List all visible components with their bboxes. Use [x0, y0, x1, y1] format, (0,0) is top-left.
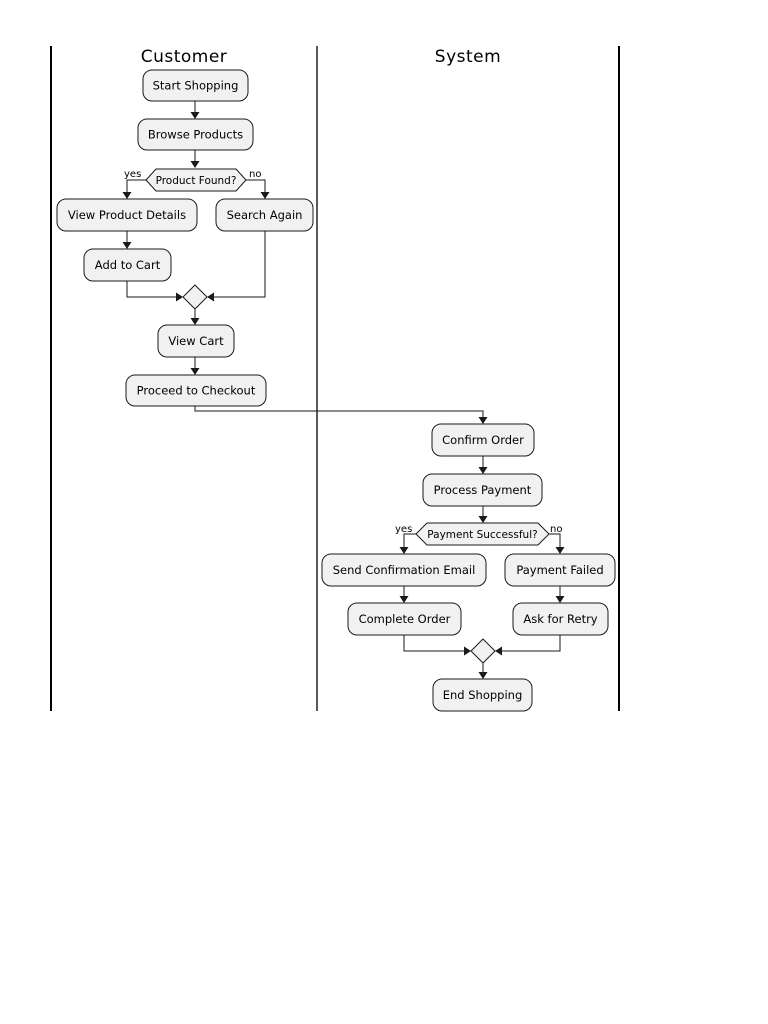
- node-label: Confirm Order: [442, 433, 524, 447]
- arrowhead: [190, 161, 200, 168]
- node-browse-products: Browse Products: [137, 118, 254, 151]
- decision-payment-successful: Payment Successful? yes no: [395, 522, 562, 546]
- node-label: Search Again: [227, 208, 303, 222]
- arrowhead: [478, 467, 488, 474]
- arrowhead: [190, 318, 200, 325]
- edge-complete-merge: [403, 635, 468, 652]
- branch-label-no: no: [249, 169, 261, 180]
- node-label: Complete Order: [359, 612, 451, 626]
- edge-cart-merge: [126, 281, 180, 298]
- node-confirm-order: Confirm Order: [431, 423, 535, 457]
- node-label: Send Confirmation Email: [333, 563, 476, 577]
- branch-label-no: no: [550, 524, 562, 535]
- node-start-shopping: Start Shopping: [142, 69, 249, 102]
- merge-diamond: [182, 284, 208, 310]
- node-view-cart: View Cart: [157, 324, 235, 358]
- edge-search-merge: [210, 231, 266, 298]
- edges: [122, 101, 565, 679]
- edge-payment-yes: [403, 533, 416, 551]
- arrowhead: [399, 547, 409, 554]
- node-label: View Product Details: [68, 208, 186, 222]
- node-label: Process Payment: [434, 483, 532, 497]
- branch-label-yes: yes: [395, 524, 412, 535]
- edge-found-no: [245, 179, 266, 196]
- node-label: View Cart: [168, 334, 224, 348]
- arrowhead: [190, 112, 200, 119]
- arrowhead: [207, 292, 214, 302]
- node-proceed-to-checkout: Proceed to Checkout: [125, 374, 267, 407]
- arrowhead: [478, 417, 488, 424]
- node-label: Ask for Retry: [523, 612, 597, 626]
- arrowhead: [399, 596, 409, 603]
- arrowhead: [260, 192, 270, 199]
- node-add-to-cart: Add to Cart: [83, 248, 172, 282]
- arrowhead: [555, 547, 565, 554]
- node-label: Add to Cart: [95, 258, 161, 272]
- lane-title-system: System: [435, 47, 501, 67]
- node-search-again: Search Again: [215, 198, 314, 232]
- arrowhead: [478, 672, 488, 679]
- node-send-confirmation-email: Send Confirmation Email: [321, 553, 487, 587]
- node-label: End Shopping: [443, 688, 523, 702]
- decision-label: Product Found?: [156, 175, 237, 187]
- node-label: Browse Products: [148, 128, 243, 142]
- edge-found-yes: [126, 179, 146, 196]
- arrowhead: [122, 242, 132, 249]
- arrowhead: [122, 192, 132, 199]
- node-payment-failed: Payment Failed: [504, 553, 616, 587]
- decision-label: Payment Successful?: [427, 529, 537, 541]
- arrowhead: [495, 646, 502, 656]
- node-end-shopping: End Shopping: [432, 678, 533, 712]
- node-label: Payment Failed: [516, 563, 603, 577]
- node-complete-order: Complete Order: [347, 602, 462, 636]
- node-label: Start Shopping: [153, 79, 239, 93]
- edge-checkout-confirm: [194, 406, 484, 421]
- node-process-payment: Process Payment: [422, 473, 543, 507]
- arrowhead: [555, 596, 565, 603]
- edge-retry-merge: [498, 635, 561, 652]
- arrowhead: [478, 516, 488, 523]
- arrowhead: [176, 292, 183, 302]
- edge-payment-no: [549, 533, 561, 551]
- lane-title-customer: Customer: [141, 47, 228, 67]
- arrowhead: [464, 646, 471, 656]
- merge-diamond: [470, 638, 496, 664]
- node-ask-for-retry: Ask for Retry: [512, 602, 609, 636]
- decision-product-found: Product Found? yes no: [124, 168, 261, 192]
- arrowhead: [190, 368, 200, 375]
- node-view-product-details: View Product Details: [56, 198, 198, 232]
- node-label: Proceed to Checkout: [137, 384, 256, 398]
- branch-label-yes: yes: [124, 169, 141, 180]
